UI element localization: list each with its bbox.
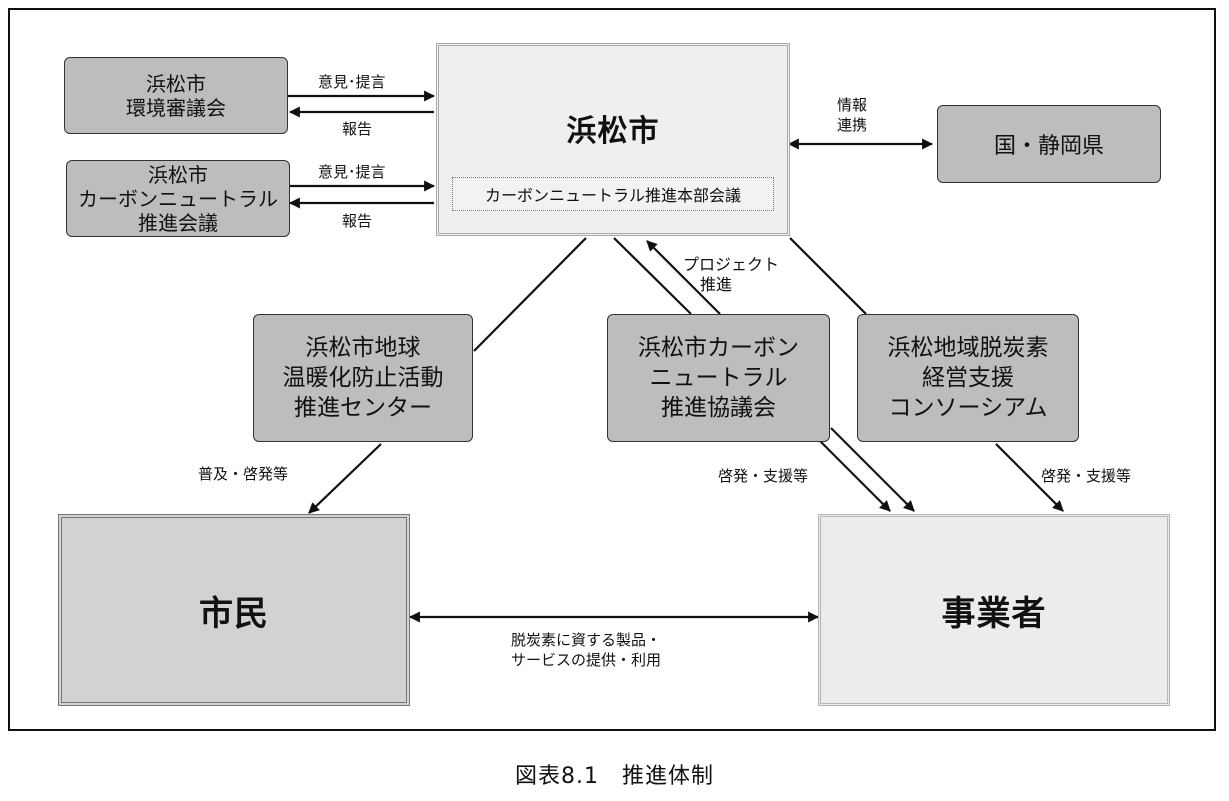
arrow-kyogikai-to-business-a bbox=[816, 437, 891, 512]
products-services-line-1: 脱炭素に資する製品・ bbox=[511, 631, 662, 649]
carbon-neutral-hq-meeting: カーボンニュートラル推進本部会議 bbox=[452, 177, 774, 211]
promotion-business-label-2: 啓発・支援等 bbox=[1041, 467, 1132, 485]
project-promotion-label: プロジェクト 推進 bbox=[683, 255, 779, 295]
promotion-business-label-1: 啓発・支援等 bbox=[718, 467, 809, 485]
decarbonization-consortium-line-2: 経営支援 bbox=[922, 365, 1014, 391]
businesses-box: 事業者 bbox=[818, 514, 1170, 706]
promotion-citizen-label: 普及・啓発等 bbox=[198, 465, 289, 483]
warming-prevention-center-line-3: 推進センター bbox=[294, 395, 432, 421]
carbon-neutral-council-line-3: 推進協議会 bbox=[661, 395, 776, 421]
businesses-label: 事業者 bbox=[941, 593, 1047, 634]
arrow-project-promotion bbox=[646, 240, 721, 315]
carbon-neutral-conference-line-1: 浜松市 bbox=[148, 162, 208, 187]
carbon-neutral-council-box: 浜松市カーボン ニュートラル 推進協議会 bbox=[607, 314, 830, 442]
line-city-to-consortium bbox=[789, 237, 867, 315]
citizens-label: 市民 bbox=[199, 593, 269, 634]
hamamatsu-city-title: 浜松市 bbox=[566, 113, 660, 149]
carbon-neutral-conference-line-2: カーボンニュートラル bbox=[78, 186, 278, 211]
citizens-box: 市民 bbox=[58, 514, 410, 706]
products-services-line-2: サービスの提供・利用 bbox=[511, 651, 662, 669]
nation-prefecture-box: 国・静岡県 bbox=[937, 105, 1161, 183]
project-promotion-line-2: 推進 bbox=[700, 275, 733, 294]
carbon-neutral-conference-line-3: 推進会議 bbox=[138, 210, 218, 235]
report-label-2: 報告 bbox=[342, 212, 373, 230]
opinion-label-2: 意見･提言 bbox=[318, 163, 386, 181]
arrow-center-to-citizens bbox=[308, 443, 382, 514]
diagram-frame bbox=[8, 8, 1216, 731]
arrow-kyogikai-to-business-b bbox=[830, 427, 915, 512]
warming-prevention-center-box: 浜松市地球 温暖化防止活動 推進センター bbox=[253, 314, 473, 442]
environment-council-box: 浜松市 環境審議会 bbox=[64, 57, 288, 134]
carbon-neutral-conference-box: 浜松市 カーボンニュートラル 推進会議 bbox=[66, 160, 290, 237]
environment-council-line-2: 環境審議会 bbox=[126, 95, 226, 120]
warming-prevention-center-line-2: 温暖化防止活動 bbox=[282, 365, 444, 391]
opinion-label-1: 意見･提言 bbox=[318, 73, 386, 91]
line-city-to-center bbox=[473, 237, 587, 352]
info-link-label: 情報 連携 bbox=[837, 95, 867, 135]
figure-caption: 図表8.1 推進体制 bbox=[515, 764, 714, 789]
decarbonization-consortium-box: 浜松地域脱炭素 経営支援 コンソーシアム bbox=[857, 314, 1079, 442]
environment-council-line-1: 浜松市 bbox=[146, 71, 206, 96]
carbon-neutral-council-line-2: ニュートラル bbox=[649, 365, 788, 391]
products-services-label: 脱炭素に資する製品・ サービスの提供・利用 bbox=[511, 630, 661, 670]
carbon-neutral-council-line-1: 浜松市カーボン bbox=[638, 335, 799, 361]
warming-prevention-center-line-1: 浜松市地球 bbox=[305, 335, 421, 361]
nation-prefecture-label: 国・静岡県 bbox=[993, 134, 1104, 159]
report-label-1: 報告 bbox=[342, 120, 373, 138]
hamamatsu-city-box: 浜松市 カーボンニュートラル推進本部会議 bbox=[436, 43, 790, 236]
info-link-line-2: 連携 bbox=[837, 116, 868, 134]
project-promotion-line-1: プロジェクト bbox=[683, 255, 780, 274]
decarbonization-consortium-line-3: コンソーシアム bbox=[888, 395, 1048, 421]
line-city-to-kyogikai bbox=[613, 237, 692, 315]
arrow-consortium-to-business bbox=[995, 443, 1064, 512]
decarbonization-consortium-line-1: 浜松地域脱炭素 bbox=[887, 335, 1049, 361]
info-link-line-1: 情報 bbox=[837, 96, 868, 114]
